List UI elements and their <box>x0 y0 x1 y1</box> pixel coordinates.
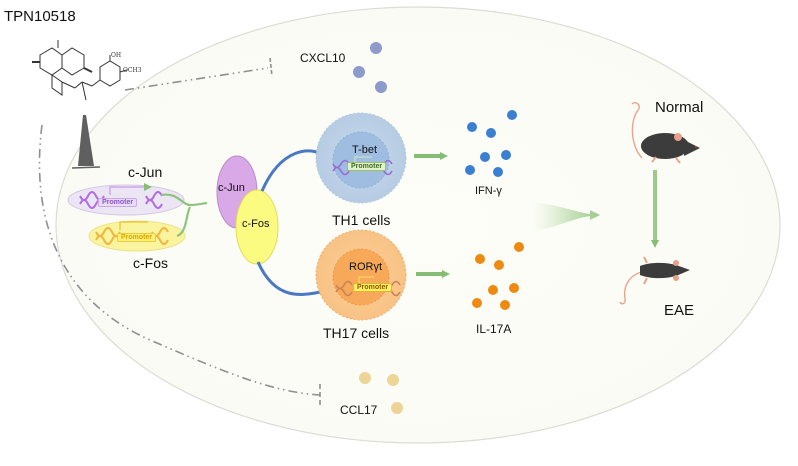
ccl17-dot <box>387 374 399 386</box>
ifng-dot <box>493 167 503 177</box>
il17a-dot <box>509 283 519 293</box>
il17a-dot <box>494 260 504 270</box>
cjun-dna-right <box>145 191 163 209</box>
cjun-gene-label: c-Jun <box>128 164 163 180</box>
cell-membrane <box>55 6 781 444</box>
il17a-dot <box>472 298 482 308</box>
cxcl10-label: CXCL10 <box>300 51 346 65</box>
cfos-promoter: Promoter <box>117 233 157 242</box>
cfos-gene-label: c-Fos <box>133 255 168 271</box>
cjun-promoter: Promoter <box>98 198 138 207</box>
th1-dna <box>332 159 393 176</box>
th17-dna <box>335 280 401 297</box>
il17a-label: IL-17A <box>476 322 512 336</box>
il17a-dot <box>500 300 510 310</box>
ap1-cfos-label: c-Fos <box>242 218 270 230</box>
th1-cells-label: TH1 cells <box>332 212 391 228</box>
ccl17-dot <box>391 402 403 414</box>
cxcl10-dots <box>353 42 387 93</box>
cfos-dna-left <box>95 227 121 245</box>
ifng-dots <box>465 110 517 177</box>
arrow-to-outcome <box>532 202 600 232</box>
eae-mouse-icon <box>619 256 690 305</box>
inhibit-line-ccl17 <box>38 124 321 396</box>
ifng-dot <box>465 165 475 175</box>
il17a-dot <box>488 285 498 295</box>
th1-tss-arrow <box>354 156 372 162</box>
eae-label: EAE <box>664 302 695 319</box>
cxcl10-dot <box>375 81 387 93</box>
tbet-label: T-bet <box>352 144 378 156</box>
cxcl10-dot <box>370 42 382 54</box>
join-brace <box>160 193 208 238</box>
ifng-dot <box>501 150 511 160</box>
ccl17-dots <box>359 372 403 414</box>
cfos-tss-arrow <box>119 221 148 230</box>
rorgt-label: RORγt <box>349 261 382 273</box>
ifng-dot <box>467 122 477 132</box>
ccl17-dot <box>359 372 371 384</box>
il17a-dot <box>475 254 485 264</box>
ap1-cfos-protein <box>235 189 279 265</box>
compound-title: TPN10518 <box>4 8 76 25</box>
cjun-tss-arrow <box>109 183 152 195</box>
tpn10518-structure <box>32 40 128 101</box>
inhibit-bar-genes <box>71 166 101 169</box>
th17-tss-arrow <box>358 276 374 283</box>
th1-nucleus <box>332 131 390 189</box>
inhibition-lines <box>38 67 321 396</box>
inhibit-line-cxcl10 <box>124 67 269 91</box>
ap1-cjun-label: c-Jun <box>218 182 245 194</box>
th17-cells-label: TH17 cells <box>323 325 390 341</box>
compound-oh-label: OH <box>111 52 121 59</box>
ifng-dot <box>507 110 517 120</box>
cxcl10-dot <box>353 66 365 78</box>
compound-och3-label: OCH3 <box>123 67 142 74</box>
il17a-dot <box>514 242 524 252</box>
th1-promoter: Promoter <box>347 162 387 171</box>
il17a-dots <box>472 242 524 310</box>
normal-label: Normal <box>655 99 704 116</box>
ifng-dot <box>480 152 490 162</box>
normal-mouse-icon <box>631 101 700 164</box>
ifng-label: IFN-γ <box>475 185 502 197</box>
th17-promoter: Promoter <box>353 283 393 292</box>
inhibit-bar-cxcl10 <box>269 57 273 77</box>
ifng-dot <box>486 128 496 138</box>
inhibit-wedge <box>78 115 94 166</box>
ccl17-label: CCL17 <box>340 403 378 417</box>
